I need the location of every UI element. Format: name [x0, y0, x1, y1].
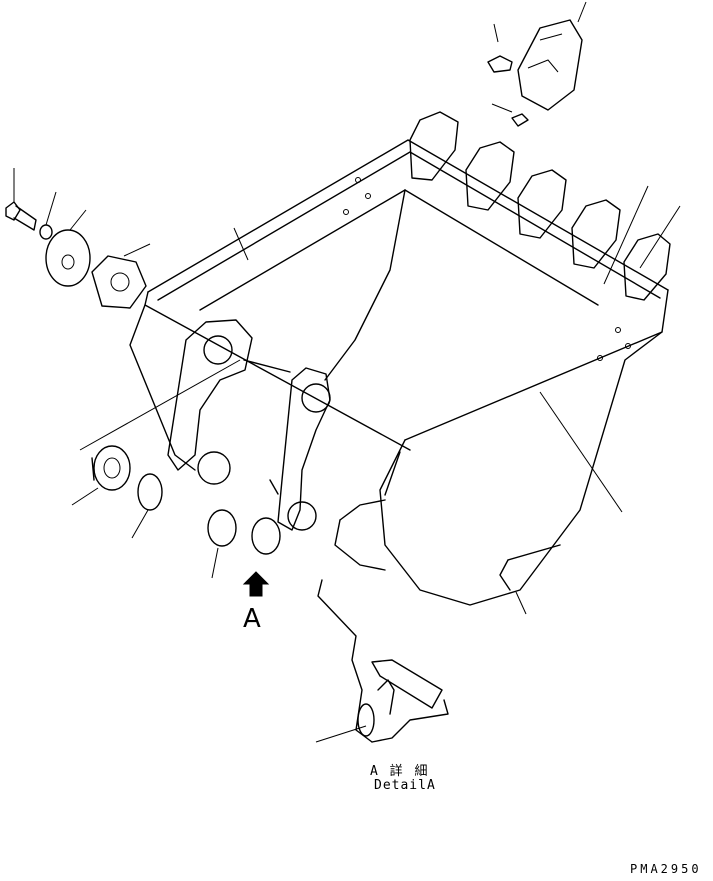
view-marker-label: A	[243, 604, 261, 634]
bucket-body	[129, 139, 669, 606]
detail-caption-english: DetailA	[374, 778, 436, 793]
bucket-brackets	[167, 319, 331, 531]
leader-lines	[13, 1, 681, 615]
bucket-teeth	[409, 19, 671, 301]
figure-reference-code: PMA2950	[630, 862, 702, 876]
detail-caption-japanese: A 詳 細	[370, 764, 430, 779]
up-arrow-icon	[242, 571, 270, 597]
loose-parts	[91, 445, 281, 555]
detail-a-drawing	[315, 579, 449, 743]
side-cutter-parts	[5, 201, 147, 309]
